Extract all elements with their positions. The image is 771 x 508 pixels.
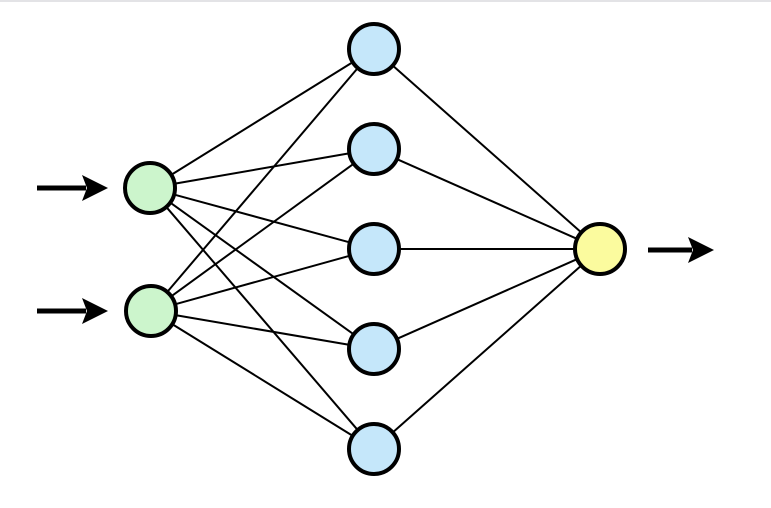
input-arrow-1-head <box>82 175 108 201</box>
edge-in-1-to-hid-4 <box>168 201 356 336</box>
edge-in-1-to-hid-5 <box>164 205 360 432</box>
edge-in-2-to-hid-2 <box>169 162 356 298</box>
edge-hid-2-to-out-1 <box>395 157 579 241</box>
edge-in-1-to-hid-2 <box>173 152 351 185</box>
edge-in-2-to-hid-4 <box>174 314 351 346</box>
edge-in-1-to-hid-3 <box>172 193 352 244</box>
top-edge-hairline <box>0 0 771 2</box>
hidden-node-5[interactable] <box>347 422 401 476</box>
output-arrow-1 <box>648 237 714 263</box>
output-arrow-1-head <box>688 237 714 263</box>
input-arrow-2-head <box>82 298 108 324</box>
arrows-group <box>37 175 714 324</box>
hidden-node-2[interactable] <box>347 122 401 176</box>
input-arrow-2 <box>37 298 108 324</box>
edge-in-1-to-hid-1 <box>169 60 355 177</box>
input-node-2[interactable] <box>124 284 178 338</box>
nodes-group <box>123 22 627 476</box>
edge-hid-5-to-out-1 <box>391 264 583 434</box>
edge-in-2-to-hid-5 <box>170 322 355 438</box>
edges-group <box>164 60 583 438</box>
hidden-node-4[interactable] <box>347 322 401 376</box>
output-node-1[interactable] <box>573 222 627 276</box>
hidden-node-3[interactable] <box>347 222 401 276</box>
edge-hid-1-to-out-1 <box>391 64 583 234</box>
edge-in-2-to-hid-3 <box>173 254 352 306</box>
edge-hid-4-to-out-1 <box>395 257 579 341</box>
input-node-1[interactable] <box>123 161 177 215</box>
edge-in-2-to-hid-1 <box>165 66 360 294</box>
input-arrow-1 <box>37 175 108 201</box>
hidden-node-1[interactable] <box>347 22 401 76</box>
